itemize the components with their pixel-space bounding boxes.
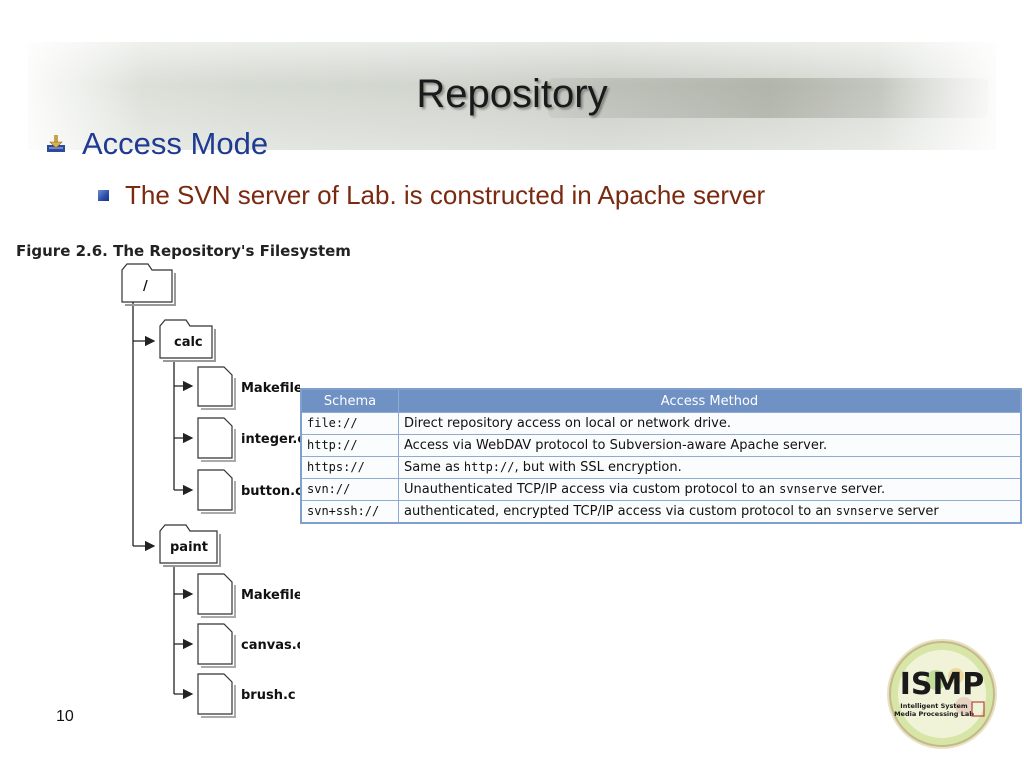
file-label: canvas.c (241, 638, 300, 653)
method-cell: Unauthenticated TCP/IP access via custom… (398, 478, 1022, 501)
header-schema: Schema (300, 388, 399, 413)
schema-cell: http:// (300, 434, 399, 457)
folder-root-label: / (143, 279, 148, 294)
method-cell: Same as http://, but with SSL encryption… (398, 456, 1022, 479)
schema-cell: svn+ssh:// (300, 500, 399, 524)
method-text: Access via WebDAV protocol to Subversion… (404, 438, 828, 453)
method-text: server. (836, 482, 886, 497)
header-access-method: Access Method (398, 388, 1022, 413)
method-code: svnserve (835, 504, 894, 518)
method-cell: Direct repository access on local or net… (398, 412, 1022, 435)
file-label: Makefile (241, 381, 300, 396)
file-label: Makefile (241, 588, 300, 603)
table-row: file:// Direct repository access on loca… (300, 412, 1022, 435)
square-bullet-icon (98, 190, 109, 201)
file-label: brush.c (241, 688, 296, 703)
method-text: Same as (404, 460, 464, 475)
logo-subtitle-1: Intelligent System (900, 702, 968, 710)
method-code: http:// (463, 460, 515, 474)
folder-icon (159, 524, 221, 567)
bullet-level2: The SVN server of Lab. is constructed in… (98, 180, 765, 211)
download-arrow-icon (47, 135, 65, 152)
schema-cell: file:// (300, 412, 399, 435)
method-cell: Access via WebDAV protocol to Subversion… (398, 434, 1022, 457)
slide-title: Repository (416, 72, 608, 116)
ismp-lab-logo: ISMP Intelligent System Media Processing… (887, 639, 997, 749)
method-text: server (893, 504, 939, 519)
method-text: , but with SSL encryption. (514, 460, 682, 475)
schema-cell: https:// (300, 456, 399, 479)
file-label: integer.c (241, 432, 300, 447)
access-method-table: Schema Access Method file:// Direct repo… (300, 388, 1022, 524)
table-row: http:// Access via WebDAV protocol to Su… (300, 434, 1022, 457)
file-icon (197, 366, 233, 715)
bullet-level1: Access Mode (46, 126, 268, 162)
table-row: https:// Same as http://, but with SSL e… (300, 456, 1022, 479)
title-banner (28, 42, 996, 150)
table-row: svn+ssh:// authenticated, encrypted TCP/… (300, 500, 1022, 524)
filesystem-tree: / calc paint Makefile integer.c button.c… (121, 263, 300, 718)
file-label: button.c (241, 484, 300, 499)
logo-text: ISMP (900, 667, 985, 702)
page-number: 10 (56, 708, 74, 725)
method-code: svnserve (779, 482, 837, 496)
folder-icon (121, 263, 176, 306)
figure-caption: Figure 2.6. The Repository's Filesystem (16, 242, 351, 260)
schema-cell: svn:// (300, 478, 399, 501)
seal-icon (971, 701, 985, 717)
folder-paint-label: paint (170, 540, 208, 555)
method-text: authenticated, encrypted TCP/IP access v… (404, 504, 836, 519)
method-text: Direct repository access on local or net… (404, 416, 731, 431)
folder-calc-label: calc (174, 335, 203, 350)
bullet-svn-server: The SVN server of Lab. is constructed in… (125, 180, 766, 210)
logo-subtitle-2: Media Processing Lab (894, 710, 974, 718)
table-row: svn:// Unauthenticated TCP/IP access via… (300, 478, 1022, 501)
method-text: Unauthenticated TCP/IP access via custom… (404, 482, 780, 497)
folder-icon (159, 319, 216, 362)
method-cell: authenticated, encrypted TCP/IP access v… (398, 500, 1022, 524)
bullet-access-mode: Access Mode (82, 126, 269, 161)
